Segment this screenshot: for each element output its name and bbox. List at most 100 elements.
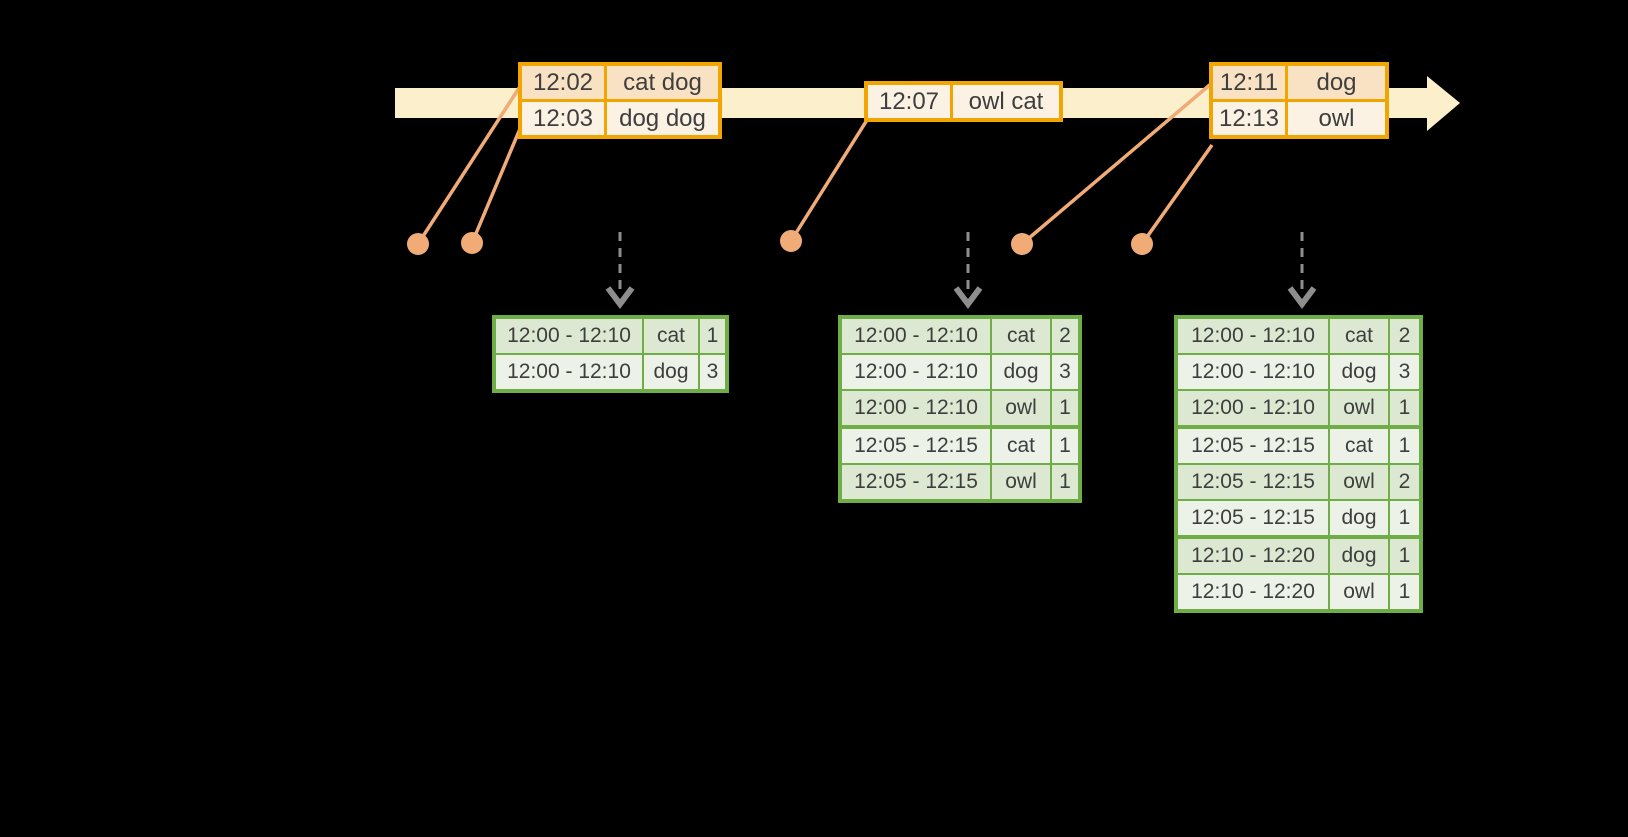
- result-word-cell: dog: [642, 355, 698, 389]
- event-link-line: [1020, 81, 1214, 246]
- result-count-cell: 1: [1050, 429, 1078, 463]
- result-count-cell: 2: [1050, 319, 1078, 353]
- update-arrow-head-icon: [605, 286, 635, 309]
- result-count-cell: 2: [1388, 465, 1419, 499]
- result-count-cell: 1: [1388, 429, 1419, 463]
- event-time-cell: 12:02: [522, 66, 604, 99]
- timeline-arrowhead-icon: [1427, 76, 1460, 131]
- result-window-cell: 12:00 - 12:10: [496, 355, 642, 389]
- update-arrow-head-icon: [953, 286, 983, 309]
- result-window-cell: 12:10 - 12:20: [1178, 575, 1328, 609]
- update-arrow-head-icon: [1287, 286, 1317, 309]
- event-link-line: [1140, 143, 1214, 246]
- event-time-cell: 12:13: [1213, 102, 1285, 135]
- result-count-cell: 1: [1050, 465, 1078, 499]
- event-link-line: [416, 84, 523, 245]
- result-count-cell: 1: [1050, 391, 1078, 425]
- result-window-cell: 12:05 - 12:15: [1178, 429, 1328, 463]
- result-word-cell: owl: [1328, 575, 1388, 609]
- result-word-cell: dog: [1328, 501, 1388, 535]
- event-dot: [780, 230, 802, 252]
- result-window-cell: 12:00 - 12:10: [842, 391, 990, 425]
- result-word-cell: owl: [990, 391, 1050, 425]
- event-dot: [1131, 233, 1153, 255]
- result-word-cell: cat: [1328, 429, 1388, 463]
- result-word-cell: cat: [990, 319, 1050, 353]
- result-count-cell: 3: [698, 355, 725, 389]
- result-word-cell: owl: [1328, 465, 1388, 499]
- event-dot: [1011, 233, 1033, 255]
- result-window-cell: 12:05 - 12:15: [1178, 465, 1328, 499]
- event-words-cell: cat dog: [604, 66, 718, 99]
- result-count-cell: 1: [1388, 539, 1419, 573]
- result-window-cell: 12:00 - 12:10: [842, 319, 990, 353]
- result-window-cell: 12:00 - 12:10: [1178, 355, 1328, 389]
- result-count-cell: 1: [1388, 391, 1419, 425]
- result-word-cell: cat: [990, 429, 1050, 463]
- result-word-cell: cat: [1328, 319, 1388, 353]
- event-words-cell: dog dog: [604, 102, 718, 135]
- event-words-cell: owl: [1285, 102, 1385, 135]
- result-word-cell: dog: [1328, 539, 1388, 573]
- result-word-cell: owl: [990, 465, 1050, 499]
- result-window-cell: 12:00 - 12:10: [496, 319, 642, 353]
- result-word-cell: dog: [1328, 355, 1388, 389]
- event-time-cell: 12:07: [868, 85, 950, 118]
- result-window-cell: 12:00 - 12:10: [842, 355, 990, 389]
- result-count-cell: 2: [1388, 319, 1419, 353]
- event-link-line: [789, 119, 869, 242]
- result-count-cell: 1: [1388, 575, 1419, 609]
- event-dot: [461, 232, 483, 254]
- event-dot: [407, 233, 429, 255]
- result-count-cell: 3: [1050, 355, 1078, 389]
- result-window-cell: 12:05 - 12:15: [1178, 501, 1328, 535]
- event-words-cell: owl cat: [950, 85, 1059, 118]
- result-count-cell: 3: [1388, 355, 1419, 389]
- result-word-cell: dog: [990, 355, 1050, 389]
- result-word-cell: cat: [642, 319, 698, 353]
- event-words-cell: dog: [1285, 66, 1385, 99]
- result-count-cell: 1: [1388, 501, 1419, 535]
- event-time-cell: 12:03: [522, 102, 604, 135]
- result-count-cell: 1: [698, 319, 725, 353]
- event-time-cell: 12:11: [1213, 66, 1285, 99]
- result-window-cell: 12:05 - 12:15: [842, 429, 990, 463]
- result-word-cell: owl: [1328, 391, 1388, 425]
- event-link-line: [470, 123, 524, 244]
- result-window-cell: 12:05 - 12:15: [842, 465, 990, 499]
- result-window-cell: 12:10 - 12:20: [1178, 539, 1328, 573]
